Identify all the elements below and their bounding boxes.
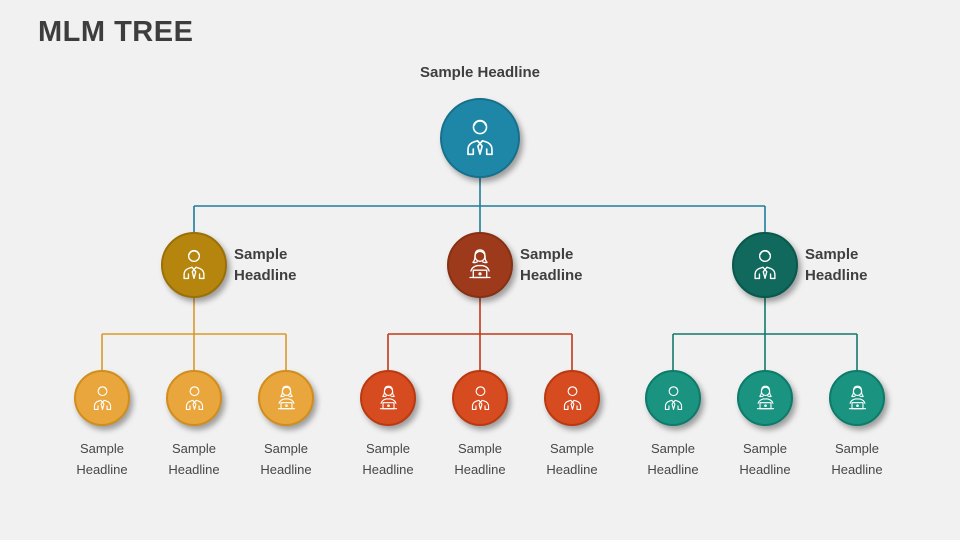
branch-3-connector-lines [672,297,858,371]
man-tie-icon [557,383,588,414]
leaf-label: Sample Headline [260,441,312,477]
leaf-circle [544,370,600,426]
leaf-circle [645,370,701,426]
leaf-label: Sample Headline [546,441,598,477]
woman-laptop-icon [271,383,302,414]
root-node-circle [440,98,520,178]
branch-3-circle [732,232,798,298]
branch-1-label: Sample Headline [234,246,297,284]
root-node-label: Sample Headline [419,64,541,81]
man-tie-icon [465,383,496,414]
man-tie-icon [746,246,784,284]
man-tie-icon [457,115,503,161]
woman-laptop-icon [750,383,781,414]
woman-laptop-icon [842,383,873,414]
branch-2-label: Sample Headline [520,246,583,284]
root-connector-lines [193,178,766,233]
leaf-label: Sample Headline [454,441,506,477]
leaf-circle [258,370,314,426]
man-tie-icon [179,383,210,414]
leaf-label: Sample Headline [168,441,220,477]
branch-1-connector-lines [101,297,287,371]
branch-1-circle [161,232,227,298]
leaf-label: Sample Headline [362,441,414,477]
leaf-label: Sample Headline [831,441,883,477]
man-tie-icon [658,383,689,414]
leaf-circle [74,370,130,426]
branch-3-label: Sample Headline [805,246,868,284]
branch-2-connector-lines [387,297,573,371]
leaf-circle [360,370,416,426]
man-tie-icon [175,246,213,284]
leaf-label: Sample Headline [76,441,128,477]
leaf-circle [452,370,508,426]
woman-laptop-icon [373,383,404,414]
man-tie-icon [87,383,118,414]
leaf-circle [829,370,885,426]
leaf-label: Sample Headline [647,441,699,477]
slide-title: MLM TREE [38,16,194,48]
leaf-circle [737,370,793,426]
leaf-label: Sample Headline [739,441,791,477]
leaf-circle [166,370,222,426]
woman-laptop-icon [461,246,499,284]
branch-2-circle [447,232,513,298]
